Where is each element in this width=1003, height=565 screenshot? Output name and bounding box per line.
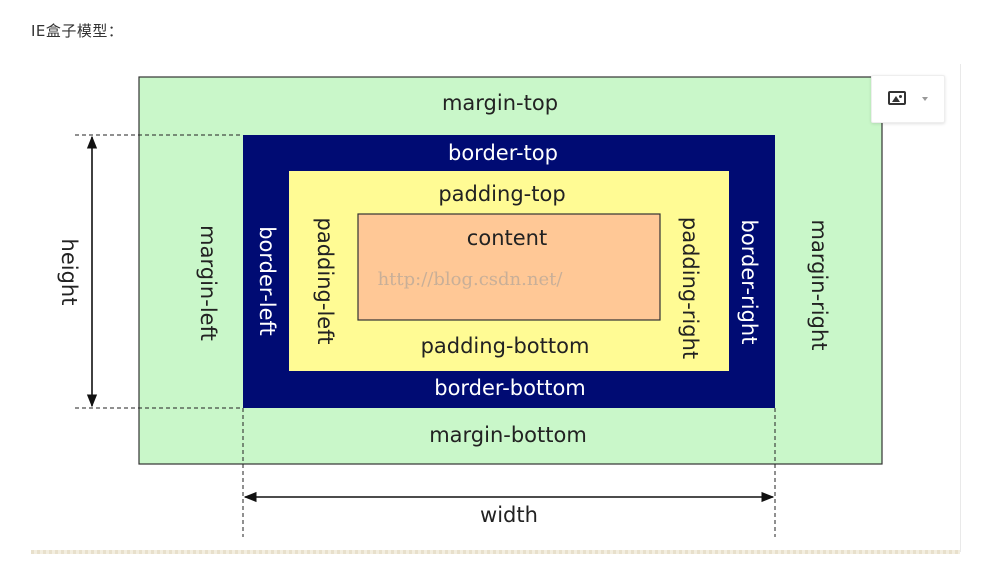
width-label: width [480, 503, 538, 527]
watermark-text: http://blog.csdn.net/ [378, 269, 564, 290]
content-box [357, 213, 661, 321]
margin-left-label: margin-left [196, 225, 220, 341]
border-right-label: border-right [737, 220, 761, 345]
height-label: height [57, 239, 81, 306]
divider [31, 550, 960, 554]
padding-bottom-label: padding-bottom [421, 334, 590, 358]
border-left-label: border-left [255, 226, 279, 336]
border-top-label: border-top [448, 141, 558, 165]
page-heading: IE盒子模型： [31, 22, 124, 40]
image-options-button[interactable] [871, 75, 945, 123]
image-icon [888, 91, 906, 105]
margin-right-label: margin-right [807, 220, 831, 351]
padding-top-label: padding-top [438, 182, 565, 206]
content-label: content [467, 226, 547, 250]
border-bottom-label: border-bottom [434, 376, 586, 400]
padding-right-label: padding-right [678, 217, 702, 359]
margin-top-label: margin-top [442, 91, 558, 115]
caret-down-icon [922, 97, 928, 101]
padding-left-label: padding-left [313, 218, 337, 345]
margin-bottom-label: margin-bottom [429, 423, 587, 447]
